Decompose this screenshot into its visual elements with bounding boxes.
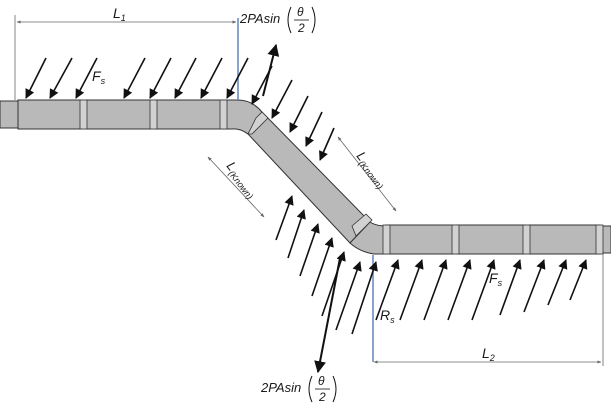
dimension-lines xyxy=(14,15,604,366)
soil-force-arrow xyxy=(569,259,588,301)
thrust-formula-top-numerator: θ xyxy=(297,5,304,19)
soil-force-arrow xyxy=(399,259,424,321)
joint xyxy=(522,224,531,255)
thrust-arrow-top xyxy=(262,43,280,97)
soil-force-arrow xyxy=(523,259,546,313)
soil-force-arrow xyxy=(471,259,496,321)
thrust-formula-bottom-numerator: θ xyxy=(318,374,325,388)
thrust-formula-top-denominator: 2 xyxy=(297,21,305,35)
soil-force-arrow xyxy=(75,57,98,99)
l2-label: L2 xyxy=(482,345,495,363)
soil-force-arrow xyxy=(547,259,568,306)
soil-force-arrow xyxy=(174,57,197,99)
pipe-segment-5 xyxy=(455,224,527,255)
diagonal-pipe xyxy=(247,111,371,244)
l-known-lower-label: L(Known) xyxy=(222,159,260,202)
soil-force-arrow xyxy=(299,223,320,277)
joint xyxy=(79,99,88,130)
soil-force-arrow xyxy=(311,237,334,297)
joint xyxy=(451,224,460,255)
thrust-formula-top: 2PAsin θ 2 xyxy=(239,5,316,35)
thrust-formula-bottom: 2PAsin θ 2 xyxy=(260,374,337,404)
soil-force-arrow xyxy=(25,57,47,99)
soil-force-arrow xyxy=(335,261,362,331)
soil-force-arrow xyxy=(375,259,400,321)
soil-force-arrow xyxy=(447,259,472,321)
joint xyxy=(382,224,391,255)
pipe-segment-3 xyxy=(153,99,225,130)
soil-force-arrow xyxy=(423,259,448,321)
fs-right-label: Fs xyxy=(489,270,503,288)
pipe-segment-1 xyxy=(17,99,84,130)
thrust-arrow-bottom xyxy=(314,257,341,374)
soil-force-arrow xyxy=(321,251,346,317)
soil-force-arrow xyxy=(305,111,323,147)
joint xyxy=(149,99,158,130)
soil-force-arrow xyxy=(49,57,73,99)
soil-force-arrow xyxy=(287,209,306,259)
l1-label: L1 xyxy=(113,5,126,23)
joint xyxy=(351,213,373,237)
pipe-segment-2 xyxy=(84,99,153,130)
soil-force-arrow xyxy=(351,261,378,335)
fs-left-label: Fs xyxy=(92,68,106,86)
pipe-segment-6 xyxy=(527,224,601,255)
soil-force-arrow xyxy=(289,95,309,133)
thrust-formula-bottom-prefix: 2PAsin xyxy=(260,380,301,395)
pipe-segment-4 xyxy=(385,224,455,255)
pipe-joints xyxy=(79,99,604,255)
soil-force-arrow xyxy=(319,127,335,161)
soil-force-arrow xyxy=(499,259,522,316)
soil-force-arrow xyxy=(275,195,294,241)
close-paren xyxy=(311,6,316,34)
thrust-formula-bottom-denominator: 2 xyxy=(318,390,326,404)
soil-force-arrow xyxy=(200,57,223,99)
joint xyxy=(247,111,269,135)
pipeline xyxy=(0,99,611,255)
pipe-stub-left xyxy=(0,100,19,129)
l-known-upper-dimension-line xyxy=(337,136,397,212)
thrust-formula-top-prefix: 2PAsin xyxy=(239,11,280,26)
open-paren xyxy=(308,375,313,403)
close-paren xyxy=(332,375,337,403)
l-known-upper-label: L(Known) xyxy=(352,149,390,192)
lower-elbow xyxy=(349,221,387,255)
lower-soil-force-arrows xyxy=(275,195,588,335)
l-known-lower-dimension-line xyxy=(207,156,265,218)
upper-soil-force-arrows xyxy=(25,57,335,161)
joint xyxy=(595,224,604,255)
joint xyxy=(219,99,228,130)
soil-force-arrow xyxy=(226,57,249,99)
soil-force-arrow xyxy=(271,79,293,119)
open-paren xyxy=(287,6,292,34)
rs-label: Rs xyxy=(380,307,395,325)
soil-force-arrow xyxy=(123,57,146,99)
soil-force-arrow xyxy=(149,57,172,99)
